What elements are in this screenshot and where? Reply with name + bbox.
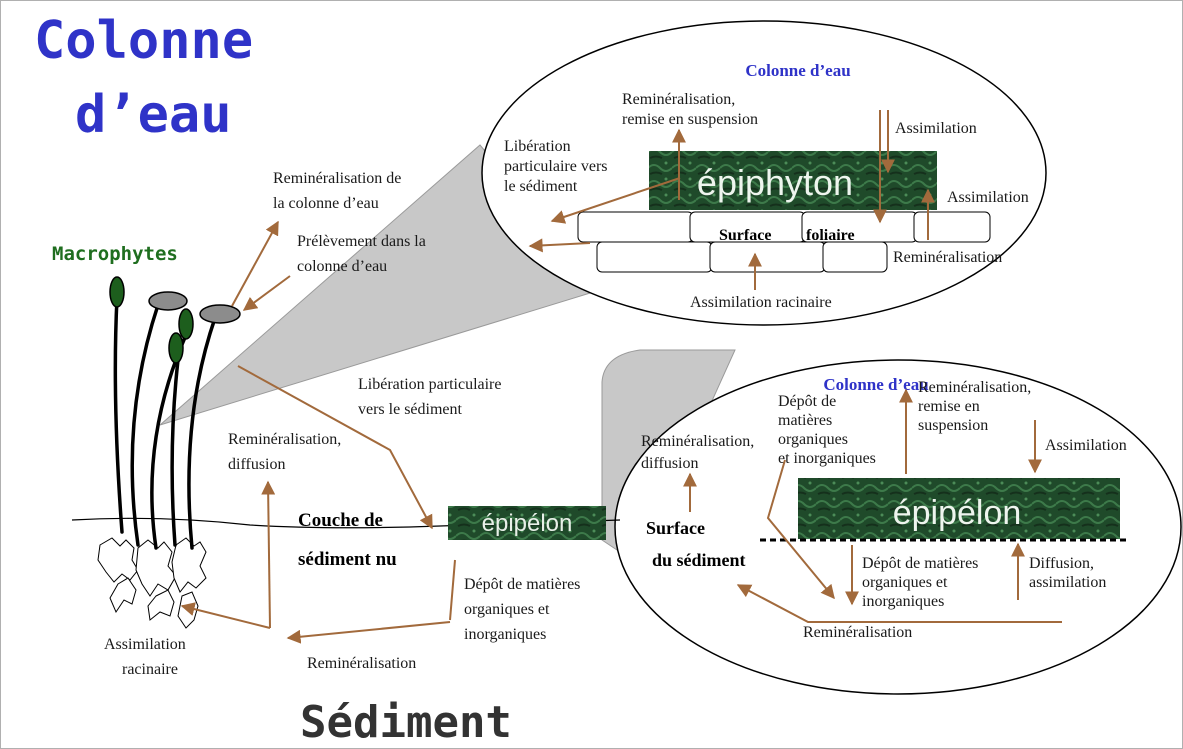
heading-water-column-1: Colonne: [34, 11, 253, 71]
bb-surface-2: du sédiment: [652, 550, 746, 570]
arrows-top-bubble: [528, 110, 935, 290]
bt-remin-2: remise en suspension: [622, 111, 758, 128]
roots: [97, 537, 207, 629]
label-uptake: Prélèvement dans la: [297, 233, 426, 250]
label-release: Libération particulaire: [358, 376, 501, 393]
bt-release-3: le sédiment: [504, 178, 578, 195]
main-labels: Reminéralisation de la colonne d’eau Pré…: [104, 170, 580, 678]
label-root-assim: Assimilation: [104, 636, 186, 653]
arrows-main: [180, 220, 456, 644]
bubble-top-title: Colonne d’eau: [745, 61, 850, 80]
leaf-flat-1: [148, 291, 188, 311]
label-release-2: vers le sédiment: [358, 401, 463, 418]
label-macrophytes: Macrophytes: [52, 243, 178, 265]
bb-diffusion: Diffusion,: [1029, 555, 1094, 572]
leaf-surface-b: foliaire: [806, 227, 855, 244]
label-bare-sed-2: sédiment nu: [298, 549, 397, 570]
leaf-cells: [577, 211, 991, 273]
bb-remin-bottom: Reminéralisation: [803, 624, 912, 641]
leaf-tip-1: [109, 276, 125, 308]
bt-release: Libération: [504, 138, 571, 155]
bb-deposit-4: et inorganiques: [778, 450, 876, 467]
label-remin-water: Reminéralisation de: [273, 170, 401, 187]
heading-water-column-2: d’eau: [75, 85, 232, 145]
bb-assim: Assimilation: [1045, 437, 1127, 454]
bt-root-assim: Assimilation racinaire: [690, 294, 832, 311]
label-root-assim-2: racinaire: [122, 661, 178, 678]
bb-remin-diff-2: diffusion: [641, 455, 698, 472]
bb-remin: Reminéralisation,: [918, 379, 1031, 396]
bb-deposit2-3: inorganiques: [862, 593, 944, 610]
label-remin-water-2: la colonne d’eau: [273, 195, 379, 212]
bb-deposit-3: organiques: [778, 431, 848, 448]
bt-assim-2: Assimilation: [947, 189, 1029, 206]
bubble-bottom-title: Colonne d’eau: [823, 375, 928, 394]
leaf-flat-2: [199, 304, 241, 324]
label-remin-bottom: Reminéralisation: [307, 655, 416, 672]
bb-remin-3: suspension: [918, 417, 988, 434]
label-deposit-3: inorganiques: [464, 626, 546, 643]
label-remin-diff-2: diffusion: [228, 456, 285, 473]
bt-remin-leaf: Reminéralisation: [893, 249, 1002, 266]
bb-deposit: Dépôt de: [778, 393, 836, 410]
epipelon-left-label: épipélon: [482, 510, 573, 537]
bb-deposit2-2: organiques et: [862, 574, 948, 591]
epiphyton-label: épiphyton: [697, 162, 853, 203]
bt-assim-1: Assimilation: [895, 120, 977, 137]
epipelon-mat-right: [798, 478, 1120, 539]
label-deposit-2: organiques et: [464, 601, 550, 618]
label-remin-diff: Reminéralisation,: [228, 431, 341, 448]
label-bare-sed: Couche de: [298, 510, 383, 531]
bb-remin-diff: Reminéralisation,: [641, 433, 754, 450]
heading-sediment: Sédiment: [300, 697, 512, 748]
label-uptake-2: colonne d’eau: [297, 258, 387, 275]
bb-surface: Surface: [646, 518, 705, 538]
plant-stems: [113, 296, 217, 550]
leaf-tip-2: [178, 308, 194, 340]
bb-deposit-2: matières: [778, 412, 832, 429]
arrows-bottom-bubble: [683, 388, 1062, 623]
bb-deposit2: Dépôt de matières: [862, 555, 978, 572]
epipelon-right-label: épipélon: [893, 494, 1022, 532]
leaf-surface-a: Surface: [719, 227, 771, 244]
leaf-tip-3: [168, 332, 184, 364]
sediment-surface-line: [71, 517, 621, 529]
bt-release-2: particulaire vers: [504, 158, 608, 175]
bt-remin: Reminéralisation,: [622, 91, 735, 108]
bb-diffusion-2: assimilation: [1029, 574, 1106, 591]
epipelon-mat-left: [448, 506, 606, 540]
bb-remin-2: remise en: [918, 398, 980, 415]
label-deposit: Dépôt de matières: [464, 576, 580, 593]
